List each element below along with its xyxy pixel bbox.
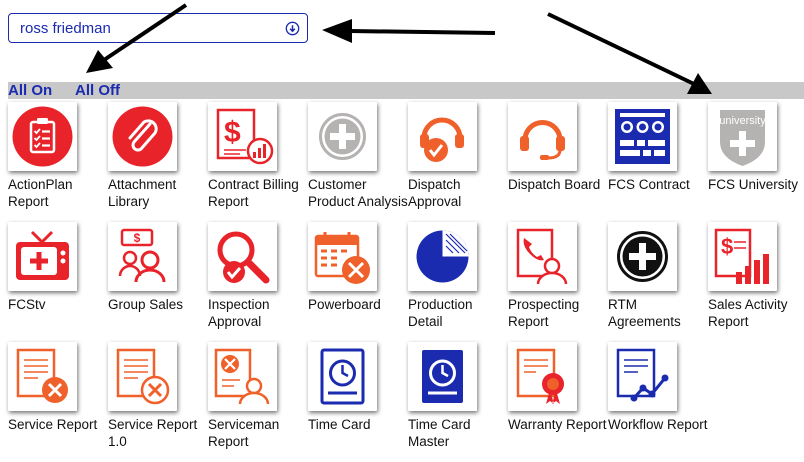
svg-text:$: $ <box>721 234 733 259</box>
dollar-bar-chart-icon: $ <box>714 228 769 284</box>
tile-fcstv[interactable]: FCStv <box>8 222 108 340</box>
plus-circle-icon <box>319 113 366 160</box>
headset-icon <box>520 120 565 160</box>
all-on-link[interactable]: All On <box>8 82 53 99</box>
svg-text:$: $ <box>134 231 141 245</box>
dollar-document-chart-icon: $ <box>216 108 274 165</box>
clock-card-icon <box>320 348 365 405</box>
tile-label: Dispatch Board <box>508 177 601 192</box>
tile-label: Group Sales <box>108 297 184 312</box>
plus-circle-icon <box>617 231 668 282</box>
tile-label: Dispatch Approval <box>408 177 462 209</box>
tile-label: Serviceman Report <box>208 417 280 449</box>
clipboard-checklist-icon <box>12 106 73 167</box>
headset-check-icon <box>420 117 464 162</box>
dashboard-grid-icon <box>615 109 670 164</box>
group-money-icon: $ <box>118 228 166 283</box>
paperclip-icon <box>112 106 173 167</box>
tile-label: Time Card <box>308 417 371 432</box>
tile-label: FCS Contract <box>608 177 690 192</box>
university-badge-text: university <box>719 115 766 127</box>
document-line-chart-icon <box>616 348 669 402</box>
tile-dispatch-approval[interactable]: Dispatch Approval <box>408 102 508 220</box>
tile-fcs-university[interactable]: university FCS University <box>708 102 804 220</box>
calendar-tools-icon <box>314 232 370 284</box>
pie-chart-icon <box>416 230 469 283</box>
tile-actionplan-report[interactable]: ActionPlan Report <box>8 102 108 220</box>
tile-production-detail[interactable]: Production Detail <box>408 222 508 340</box>
tile-rtm-agreements[interactable]: RTM Agreements <box>608 222 708 340</box>
tile-contract-billing-report[interactable]: $ Contract Billing Report <box>208 102 308 220</box>
tile-customer-product-analysis[interactable]: Customer Product Analysis <box>308 102 408 220</box>
tile-label: Time Card Master <box>408 417 471 449</box>
tile-sales-activity-report[interactable]: $ Sales Activity Report <box>708 222 804 340</box>
tile-label: Production Detail <box>408 297 473 329</box>
tile-label: Powerboard <box>308 297 381 312</box>
tile-attachment-library[interactable]: Attachment Library <box>108 102 208 220</box>
tile-label: Attachment Library <box>108 177 177 209</box>
tile-label: Warranty Report <box>508 417 607 432</box>
svg-text:$: $ <box>224 116 241 149</box>
chevron-down-circle-icon[interactable] <box>285 21 300 36</box>
magnifier-check-icon <box>217 231 270 284</box>
user-select[interactable]: ross friedman <box>8 13 308 43</box>
tile-service-report-1-0[interactable]: Service Report 1.0 <box>108 342 208 460</box>
tile-label: ActionPlan Report <box>8 177 73 209</box>
tile-label: Sales Activity Report <box>708 297 788 329</box>
tile-label: Service Report <box>8 417 98 432</box>
document-tools-icon <box>16 348 68 403</box>
arrow-to-user-select <box>322 19 496 43</box>
tv-plus-icon <box>16 230 69 280</box>
tile-workflow-report[interactable]: Workflow Report <box>608 342 708 460</box>
tile-label: RTM Agreements <box>608 297 681 329</box>
university-shield-icon: university <box>719 110 766 166</box>
tile-label: Workflow Report <box>608 417 708 432</box>
phone-person-icon <box>516 228 568 285</box>
tile-label: FCS University <box>708 177 799 192</box>
tile-label: Customer Product Analysis <box>308 177 408 209</box>
document-tools-icon <box>116 348 170 405</box>
tile-label: FCStv <box>8 297 46 312</box>
tile-warranty-report[interactable]: Warranty Report <box>508 342 608 460</box>
tile-label: Contract Billing Report <box>208 177 299 209</box>
tile-service-report[interactable]: Service Report <box>8 342 108 460</box>
tile-inspection-approval[interactable]: Inspection Approval <box>208 222 308 340</box>
tile-time-card-master[interactable]: Time Card Master <box>408 342 508 460</box>
document-ribbon-icon <box>516 348 564 404</box>
toggle-bar: All On All Off <box>8 82 804 99</box>
tile-label: Service Report 1.0 <box>108 417 198 449</box>
all-off-link[interactable]: All Off <box>75 82 120 99</box>
tile-prospecting-report[interactable]: Prospecting Report <box>508 222 608 340</box>
tile-time-card[interactable]: Time Card <box>308 342 408 460</box>
user-select-value: ross friedman <box>20 20 111 37</box>
tile-label: Inspection Approval <box>208 297 270 329</box>
tile-powerboard[interactable]: Powerboard <box>308 222 408 340</box>
tile-dispatch-board[interactable]: Dispatch Board <box>508 102 608 220</box>
tile-label: Prospecting Report <box>508 297 580 329</box>
tile-group-sales[interactable]: $ Group Sales <box>108 222 208 340</box>
clock-card-filled-icon <box>422 350 463 403</box>
tile-serviceman-report[interactable]: Serviceman Report <box>208 342 308 460</box>
document-tools-person-icon <box>214 348 270 405</box>
tile-fcs-contract[interactable]: FCS Contract <box>608 102 708 220</box>
